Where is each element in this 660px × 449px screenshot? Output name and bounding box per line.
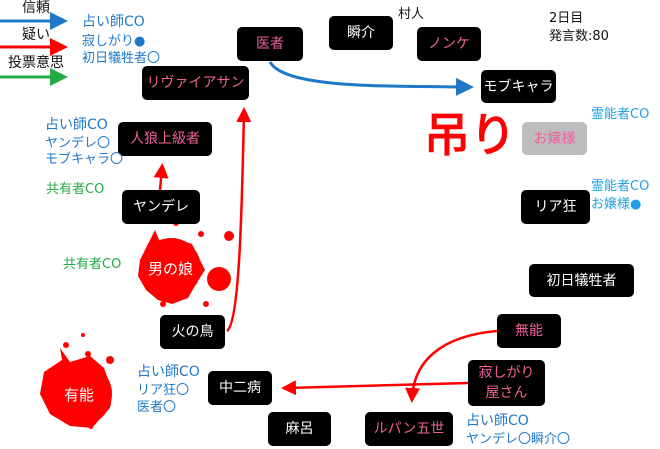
node-hinotori[interactable]: 火の鳥 bbox=[160, 315, 225, 349]
node-mobukyara[interactable]: モブキャラ bbox=[481, 70, 556, 103]
note-leviathan-result2: 初日犠牲者〇 bbox=[82, 51, 161, 66]
legend-doubt-label: 疑い bbox=[22, 27, 50, 43]
node-chuni[interactable]: 中二病 bbox=[208, 371, 272, 405]
day-label: 2日目 bbox=[549, 11, 584, 26]
note-riakyo-result: お嬢様● bbox=[591, 197, 642, 212]
village-label: 村人 bbox=[398, 7, 425, 22]
node-jinro[interactable]: 人狼上級者 bbox=[118, 122, 212, 156]
note-otokonoko-co: 共有者CO bbox=[63, 257, 122, 272]
node-sabishigari-line2: 屋さん bbox=[485, 385, 528, 401]
arrow-yandere-to-jinro bbox=[153, 163, 169, 191]
node-nonke[interactable]: ノンケ bbox=[417, 27, 481, 61]
note-yuno-co: 占い師CO bbox=[137, 364, 200, 380]
node-lupin[interactable]: ルパン五世 bbox=[365, 412, 453, 446]
note-lupin-result: ヤンデレ〇瞬介〇 bbox=[466, 432, 571, 447]
note-jinro-result1: ヤンデレ〇 bbox=[45, 136, 111, 151]
note-jinro-result2: モブキャラ〇 bbox=[45, 152, 124, 167]
note-jinro-co: 占い師CO bbox=[45, 117, 108, 133]
arrow-isha-to-mobukyara bbox=[268, 61, 474, 96]
node-yandere[interactable]: ヤンデレ bbox=[122, 190, 200, 224]
arrow-hinotori-to-leviathan bbox=[226, 107, 252, 333]
node-otokonoko[interactable]: 男の娘 bbox=[148, 260, 194, 278]
note-leviathan-result1: 寂しがり● bbox=[82, 34, 146, 49]
note-leviathan-co: 占い師CO bbox=[82, 14, 145, 30]
node-isha[interactable]: 医者 bbox=[237, 27, 303, 61]
arrow-sabishigari-to-chuni bbox=[281, 380, 469, 396]
node-shonichi[interactable]: 初日犠牲者 bbox=[529, 264, 634, 297]
legend-trust-label: 信頼 bbox=[22, 0, 50, 16]
post-count: 発言数:80 bbox=[549, 29, 609, 44]
node-riakyo[interactable]: リア狂 bbox=[521, 190, 590, 224]
node-sabishigari-line1: 寂しがり bbox=[478, 365, 535, 381]
note-lupin-co: 占い師CO bbox=[466, 413, 529, 429]
blood-splatter-otokonoko bbox=[138, 220, 234, 307]
node-muno[interactable]: 無能 bbox=[497, 314, 561, 348]
hanged-mark: 吊り bbox=[424, 108, 516, 162]
note-riakyo-co: 霊能者CO bbox=[591, 179, 650, 194]
note-yuno-result1: リア狂〇 bbox=[137, 383, 190, 398]
arrow-muno-to-lupin bbox=[405, 329, 498, 403]
node-leviathan[interactable]: リヴァイアサン bbox=[142, 66, 249, 100]
node-yuno[interactable]: 有能 bbox=[64, 386, 95, 404]
blood-splatter-yuno bbox=[40, 301, 166, 429]
note-ojou-co: 霊能者CO bbox=[591, 107, 650, 122]
note-yuno-result2: 医者〇 bbox=[137, 400, 177, 415]
node-shunsuke[interactable]: 瞬介 bbox=[329, 16, 393, 50]
legend-vote-label: 投票意思 bbox=[8, 55, 64, 71]
note-yandere-co: 共有者CO bbox=[46, 182, 105, 197]
node-maro[interactable]: 麻呂 bbox=[268, 412, 331, 446]
node-sabishigari[interactable]: 寂しがり 屋さん bbox=[468, 360, 545, 406]
node-ojou-hanged[interactable]: お嬢様 bbox=[522, 122, 587, 155]
